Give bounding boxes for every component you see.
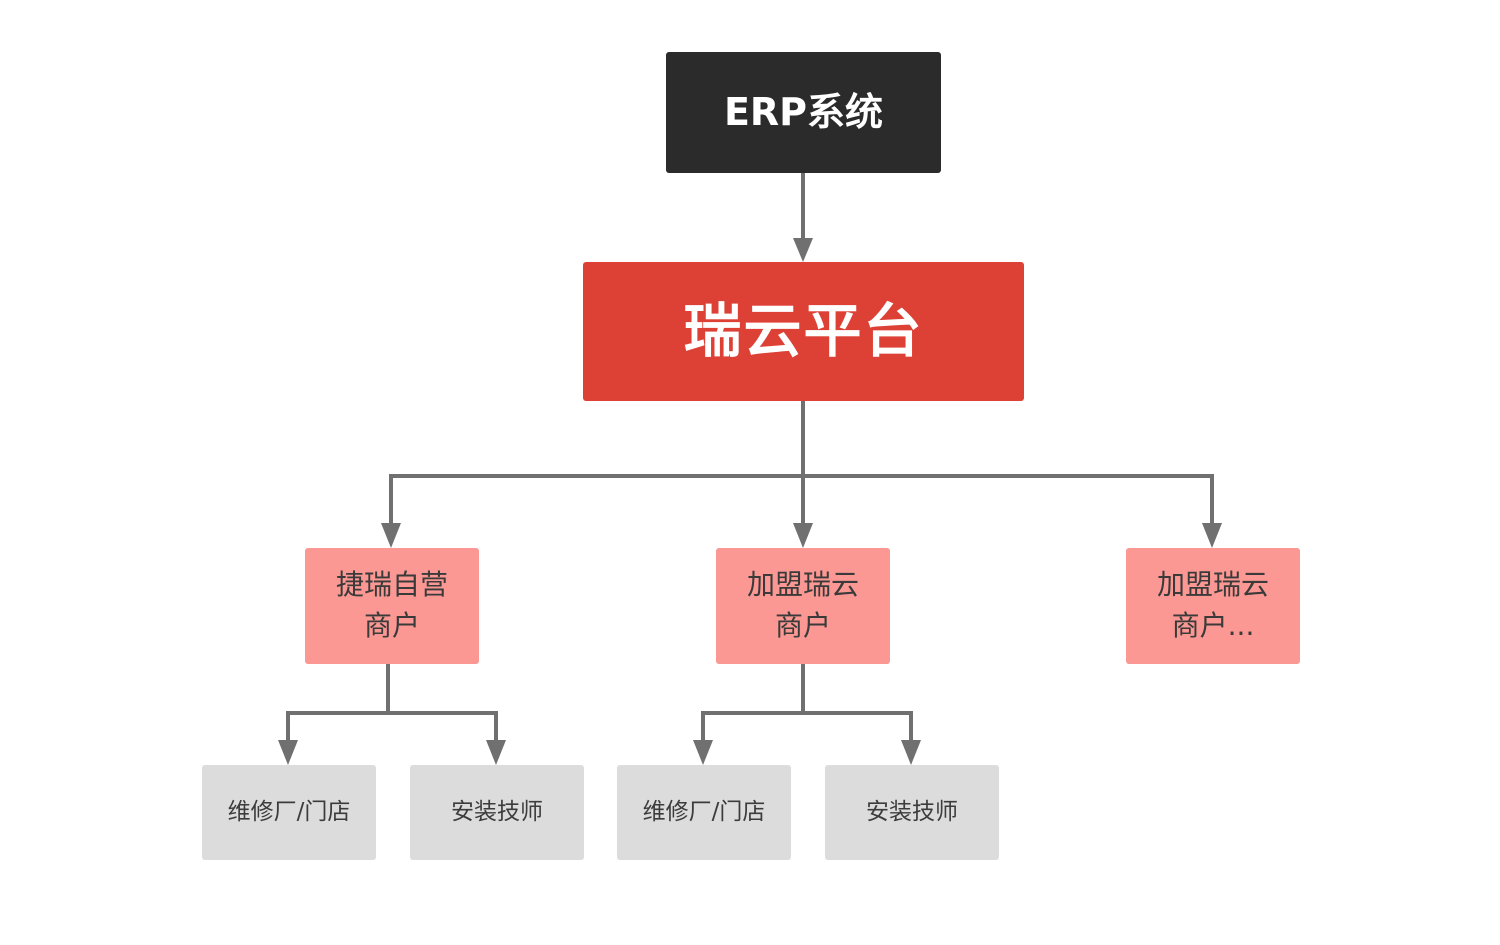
arrowhead-leaf-1	[278, 740, 298, 765]
arrowhead-merchant-2	[793, 523, 813, 548]
merchant-node-franchise-more: 加盟瑞云 商户...	[1126, 548, 1300, 664]
leaf-node-repair-shop: 维修厂/门店	[202, 765, 376, 860]
leaf-label: 维修厂/门店	[642, 798, 766, 825]
ruiyun-platform-label: 瑞云平台	[683, 297, 924, 366]
leaf-label: 安装技师	[866, 798, 958, 825]
leaf-node-repair-shop: 维修厂/门店	[617, 765, 791, 860]
connector-merchant2-to-leaves	[701, 664, 913, 744]
erp-system-label: ERP系统	[723, 89, 884, 134]
leaf-node-technician: 安装技师	[410, 765, 584, 860]
merchant-node-self-operated: 捷瑞自营 商户	[305, 548, 479, 664]
arrowhead-leaf-4	[901, 740, 921, 765]
arrowhead-merchant-3	[1202, 523, 1222, 548]
arrowhead-platform	[793, 238, 813, 262]
erp-system-node: ERP系统	[666, 52, 941, 173]
merchant-label: 加盟瑞云 商户...	[1156, 568, 1269, 642]
arrowhead-leaf-3	[693, 740, 713, 765]
merchant-label: 加盟瑞云 商户	[746, 568, 859, 642]
leaf-node-technician: 安装技师	[825, 765, 999, 860]
merchant-label: 捷瑞自营 商户	[335, 568, 448, 642]
arrowhead-merchant-1	[381, 523, 401, 548]
connector-merchant-bus	[389, 474, 1214, 527]
arrowhead-leaf-2	[486, 740, 506, 765]
leaf-label: 安装技师	[451, 798, 543, 825]
merchant-node-franchise: 加盟瑞云 商户	[716, 548, 890, 664]
leaf-label: 维修厂/门店	[227, 798, 351, 825]
connector-merchant1-to-leaves	[286, 664, 498, 744]
ruiyun-platform-node: 瑞云平台	[583, 262, 1024, 401]
